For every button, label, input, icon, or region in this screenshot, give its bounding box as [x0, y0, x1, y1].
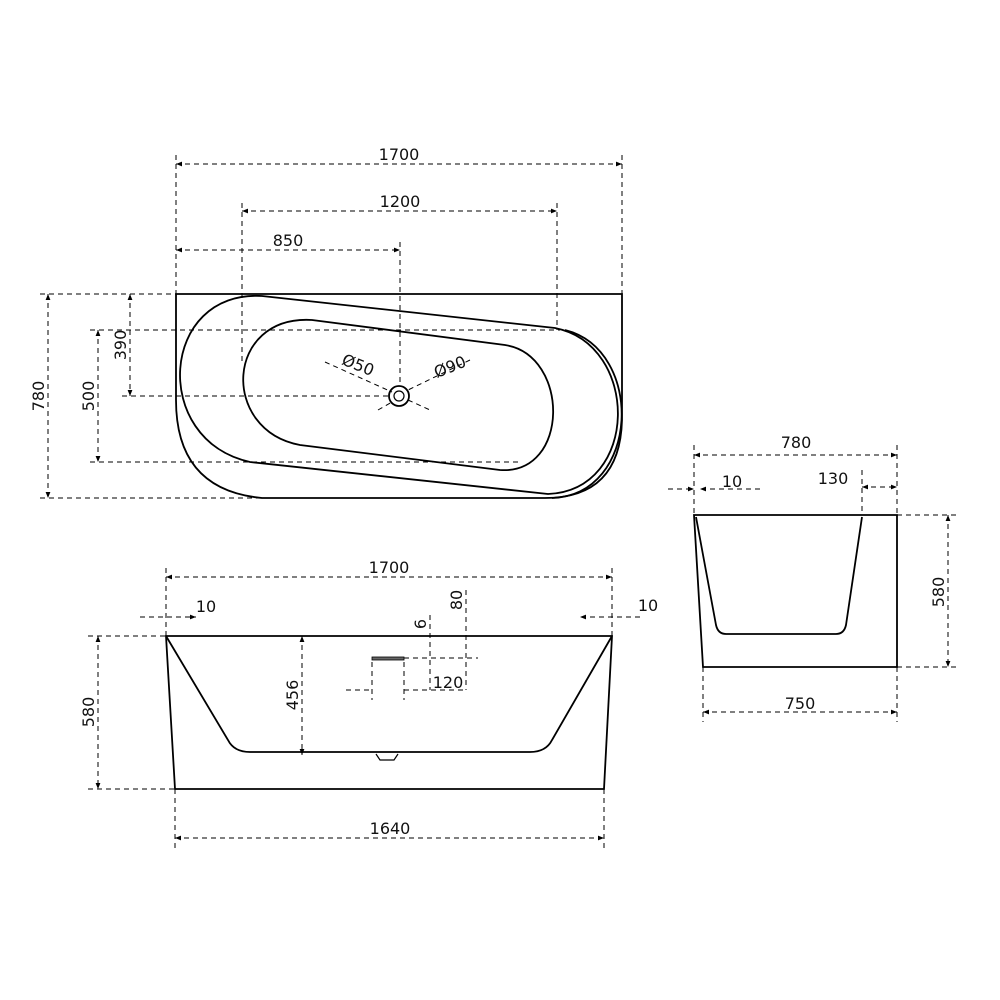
drain-inner — [393, 390, 405, 402]
side-view: 780 10 130 580 750 — [668, 433, 958, 722]
top-outer-outline — [175, 293, 623, 499]
side-basin-outline — [695, 516, 863, 635]
label-front-1700: 1700 — [369, 558, 410, 577]
top-rim-outer-edge — [551, 329, 623, 499]
label-top-1700: 1700 — [379, 145, 420, 164]
front-drain — [375, 753, 399, 761]
label-front-wall-right: 10 — [638, 596, 658, 615]
label-overflow-diameter: Ø90 — [431, 352, 469, 382]
label-overflow-80: 80 — [447, 590, 466, 610]
overflow-slot — [371, 656, 405, 661]
label-top-780: 780 — [29, 381, 48, 412]
front-view: 1700 10 10 580 456 1640 80 6 120 — [79, 558, 658, 848]
label-drain-diameter: Ø50 — [339, 350, 377, 380]
label-top-1200: 1200 — [380, 192, 421, 211]
label-side-10: 10 — [722, 472, 742, 491]
side-outer-outline — [693, 514, 898, 668]
label-front-1640: 1640 — [370, 819, 411, 838]
drain-icon — [388, 385, 410, 407]
label-top-390: 390 — [111, 330, 130, 361]
front-basin-outline — [165, 635, 613, 753]
label-front-580: 580 — [79, 697, 98, 728]
label-side-580: 580 — [929, 577, 948, 608]
label-side-130: 130 — [818, 469, 849, 488]
label-overflow-6: 6 — [411, 619, 430, 629]
label-front-456: 456 — [283, 680, 302, 711]
top-view: 1700 1200 850 780 500 390 Ø50 Ø90 — [29, 145, 623, 499]
label-front-wall-left: 10 — [196, 597, 216, 616]
label-side-750: 750 — [785, 694, 816, 713]
label-side-780: 780 — [781, 433, 812, 452]
label-overflow-120: 120 — [433, 673, 464, 692]
top-basin-outline — [242, 319, 555, 471]
label-top-500: 500 — [79, 381, 98, 412]
label-top-850: 850 — [273, 231, 304, 250]
